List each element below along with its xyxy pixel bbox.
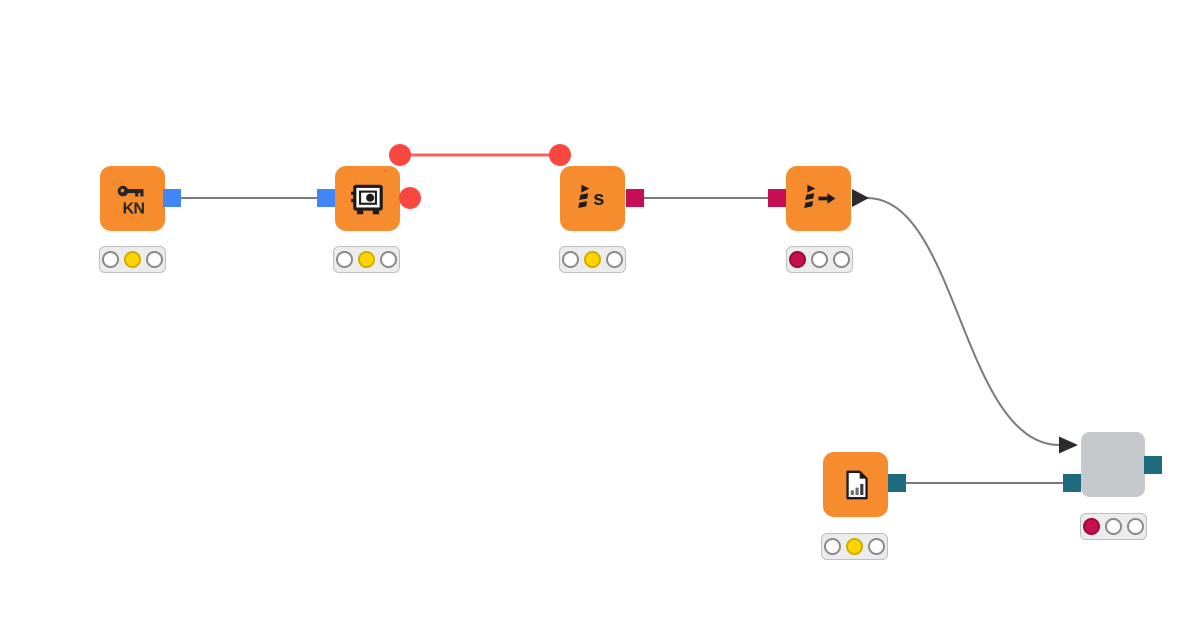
node-icon-label: KN — [122, 200, 144, 217]
port-out-data-triangle-table[interactable] — [852, 189, 869, 207]
node-file-document[interactable] — [823, 452, 888, 517]
drag-handle-dot-port[interactable] — [399, 187, 421, 209]
chart-bar — [854, 487, 859, 495]
light-red-off — [824, 538, 841, 555]
node-icon-label: s — [593, 187, 604, 209]
chart-bar — [850, 489, 854, 495]
list-mark — [804, 192, 814, 200]
light-yellow-off — [811, 251, 828, 268]
traffic-light-secrets-to-table — [786, 246, 853, 273]
safe-foot — [372, 210, 379, 214]
light-green-off — [868, 538, 885, 555]
node-placeholder[interactable] — [1081, 432, 1145, 497]
port-out-teal-placeholder[interactable] — [1144, 456, 1162, 474]
light-yellow-off — [1105, 518, 1122, 535]
light-yellow-on — [124, 251, 141, 268]
light-yellow-on — [584, 251, 601, 268]
list-s-icon: s — [577, 184, 604, 209]
list-mark — [578, 192, 588, 200]
traffic-light-kn-credentials — [99, 246, 166, 273]
list-mark — [806, 184, 815, 193]
list-arrow-icon — [803, 184, 835, 208]
traffic-light-file-document — [821, 533, 888, 560]
light-red-on — [789, 251, 806, 268]
traffic-light-placeholder — [1080, 513, 1147, 540]
node-secrets-to-table[interactable] — [786, 166, 851, 231]
port-out-crimson-secrets[interactable] — [626, 189, 644, 207]
key-tooth — [139, 192, 144, 196]
port-in-data-triangle-placeholder[interactable] — [1059, 436, 1078, 454]
traffic-light-vault — [333, 246, 400, 273]
node-vault[interactable] — [335, 166, 400, 231]
light-green-off — [146, 251, 163, 268]
document-chart-icon — [845, 470, 868, 499]
arrow-head — [826, 192, 835, 204]
list-mark — [803, 200, 813, 208]
port-in-crimson-table[interactable] — [768, 189, 786, 207]
safe-foot — [356, 210, 363, 214]
key-kn-icon: KN — [117, 185, 145, 217]
port-in-blue-vault[interactable] — [317, 189, 335, 207]
light-red-off — [336, 251, 353, 268]
connection-table-to-placeholder[interactable] — [866, 197, 1061, 446]
light-yellow-on — [358, 251, 375, 268]
drag-handle-dot[interactable] — [549, 144, 571, 166]
port-out-blue-kn[interactable] — [163, 189, 181, 207]
light-red-off — [102, 251, 119, 268]
light-green-off — [1127, 518, 1144, 535]
list-mark — [580, 184, 589, 193]
port-in-teal-placeholder[interactable] — [1063, 474, 1081, 492]
light-red-off — [562, 251, 579, 268]
port-out-teal-file[interactable] — [888, 474, 906, 492]
light-green-off — [380, 251, 397, 268]
list-mark — [577, 200, 587, 208]
safe-icon — [350, 184, 383, 214]
key-shaft — [126, 188, 144, 193]
traffic-light-secrets — [559, 246, 626, 273]
node-secrets[interactable]: s — [560, 166, 625, 231]
key-tooth — [134, 192, 138, 196]
chart-bar — [859, 483, 863, 495]
safe-dial — [365, 193, 374, 202]
light-green-off — [833, 251, 850, 268]
light-yellow-on — [846, 538, 863, 555]
light-green-off — [606, 251, 623, 268]
light-red-on — [1083, 518, 1100, 535]
document-fold — [859, 471, 867, 479]
drag-handle-dot[interactable] — [389, 144, 411, 166]
key-hole — [120, 188, 124, 192]
node-kn-credentials[interactable]: KN — [100, 166, 165, 231]
